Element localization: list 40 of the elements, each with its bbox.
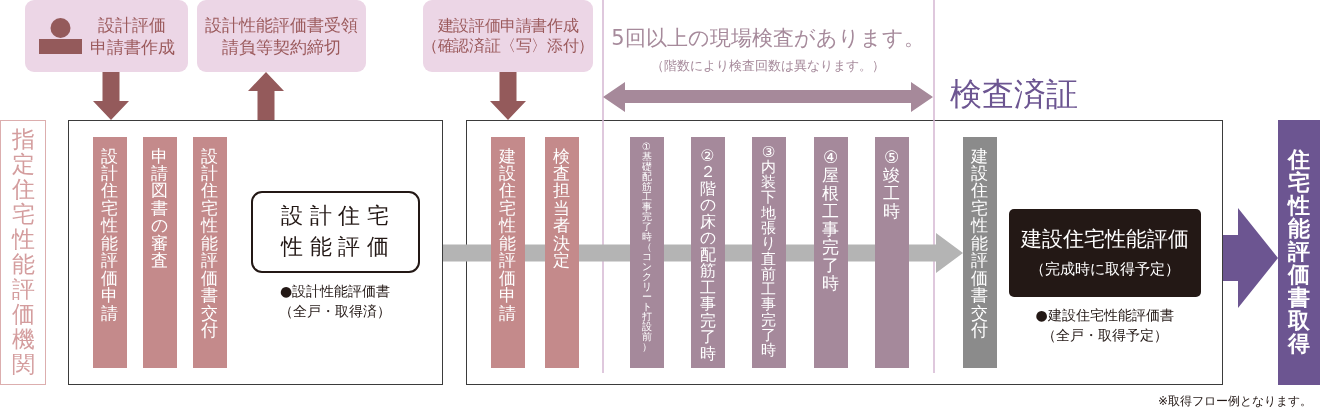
certificate-heading: 検査済証: [950, 77, 1078, 113]
box-subtitle: （完成時に取得予定）: [1029, 259, 1180, 279]
result-banner: 住宅性能評価書取得: [1278, 120, 1320, 385]
inspection-bar: ⑤竣工時: [874, 136, 909, 368]
step-card: [25, 0, 188, 72]
inspection-bar: ①基礎配筋工事完了時（コンクリート打設前）: [629, 136, 664, 368]
connector-band: [786, 244, 814, 262]
step-bar: 検査担当者決定: [544, 136, 579, 368]
connector-band: [579, 244, 630, 262]
connector-band: [725, 244, 752, 262]
note-text: ●設計性能評価書（全戸・取得済）: [279, 281, 391, 321]
evaluation-box: 設計住宅性能評価: [250, 190, 420, 273]
step-bar: 建設住宅性能評価書交付: [962, 136, 997, 368]
inspection-subnote: （階数により検査回数は異なります。）: [651, 59, 885, 73]
inspection-note: 5回以上の現場検査があります。: [611, 27, 925, 51]
organization-panel: 指定住宅性能評価機関: [0, 120, 46, 385]
card-text: 設計評価申請書作成: [89, 13, 175, 59]
block-arrow: [490, 72, 526, 120]
block-arrow: [93, 72, 129, 120]
phase-frame: [68, 120, 443, 385]
note-text: ●建設住宅性能評価書（全戸・取得予定）: [1035, 305, 1174, 345]
block-arrow: [909, 233, 963, 273]
step-bar: 建設住宅性能評価申請: [490, 136, 525, 368]
step-card: 設計性能評価書受領請負等契約締切: [197, 0, 366, 72]
step-bar: 申請図書の審査: [142, 136, 177, 368]
step-bar: 設計住宅性能評価申請: [92, 136, 127, 368]
connector-band: [525, 244, 545, 262]
connector-band: [664, 244, 691, 262]
block-arrow: [248, 72, 284, 120]
step-bar: 設計住宅性能評価書交付: [192, 136, 227, 368]
connector-band: [443, 244, 491, 262]
connector-band: [848, 244, 875, 262]
inspection-bar: ②２階の床の配筋工事完了時: [690, 136, 725, 368]
box-title: 建設住宅性能評価: [1020, 226, 1189, 253]
block-arrow: [1223, 208, 1278, 308]
inspection-bar: ③内装下地張り直前工事完了時: [751, 136, 786, 368]
inspection-bar: ④屋根工事完了時: [813, 136, 848, 368]
step-card: 建設評価申請書作成（確認済証〈写〉添付）: [423, 0, 593, 72]
phase-frame: [466, 120, 1223, 385]
footnote: ※取得フロー例となります。: [1157, 395, 1312, 409]
